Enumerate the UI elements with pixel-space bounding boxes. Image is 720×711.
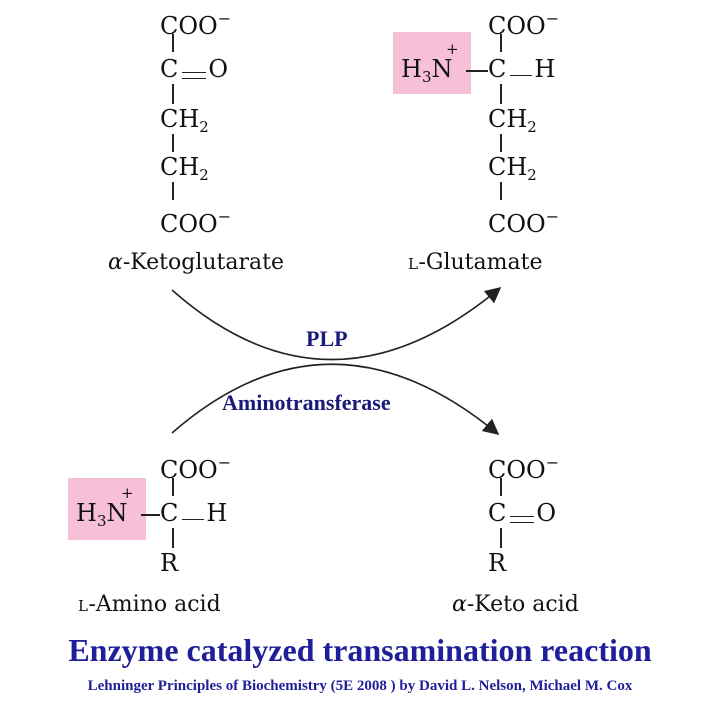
bond — [500, 528, 502, 548]
top-arrow — [171, 286, 502, 361]
bond — [500, 478, 502, 496]
r-group: R — [488, 549, 507, 577]
bond — [500, 134, 502, 152]
positive-charge: + — [121, 484, 134, 502]
bond — [172, 134, 174, 152]
bond — [172, 528, 174, 548]
coo-group: COO− — [160, 9, 232, 40]
ketoglutarate-name: α-Ketoglutarate — [108, 250, 284, 275]
bond — [466, 70, 488, 72]
amine-highlight — [393, 32, 471, 94]
coo-group: COO− — [488, 9, 560, 40]
amine-highlight — [68, 478, 146, 540]
coo-group: COO− — [488, 207, 560, 238]
bottom-arrow — [171, 363, 500, 436]
coo-group: COO− — [160, 207, 232, 238]
r-group: R — [160, 549, 179, 577]
enzyme-label: Aminotransferase — [222, 390, 391, 415]
ch2-group: CH2 — [160, 153, 209, 184]
positive-charge: + — [446, 40, 459, 58]
bond — [172, 34, 174, 52]
amine-group: H3N — [401, 55, 453, 86]
ch2-group: CH2 — [488, 153, 537, 184]
bond — [141, 514, 160, 516]
glutamate-name: L-Glutamate — [408, 250, 543, 275]
diagram-title: Enzyme catalyzed transamination reaction — [68, 632, 652, 668]
bond — [172, 182, 174, 200]
keto-acid-name: α-Keto acid — [452, 592, 579, 617]
ch2-group: CH2 — [160, 105, 209, 136]
amino-acid-name: L-Amino acid — [78, 592, 221, 617]
bond — [500, 182, 502, 200]
bond — [172, 84, 174, 104]
coo-group: COO− — [160, 453, 232, 484]
amine-group: H3N — [76, 499, 128, 530]
bond — [172, 478, 174, 496]
ch2-group: CH2 — [488, 105, 537, 136]
coo-group: COO− — [488, 453, 560, 484]
bond — [500, 84, 502, 104]
plp-label: PLP — [306, 326, 348, 351]
citation: Lehninger Principles of Biochemistry (5E… — [87, 678, 633, 694]
bond — [500, 34, 502, 52]
